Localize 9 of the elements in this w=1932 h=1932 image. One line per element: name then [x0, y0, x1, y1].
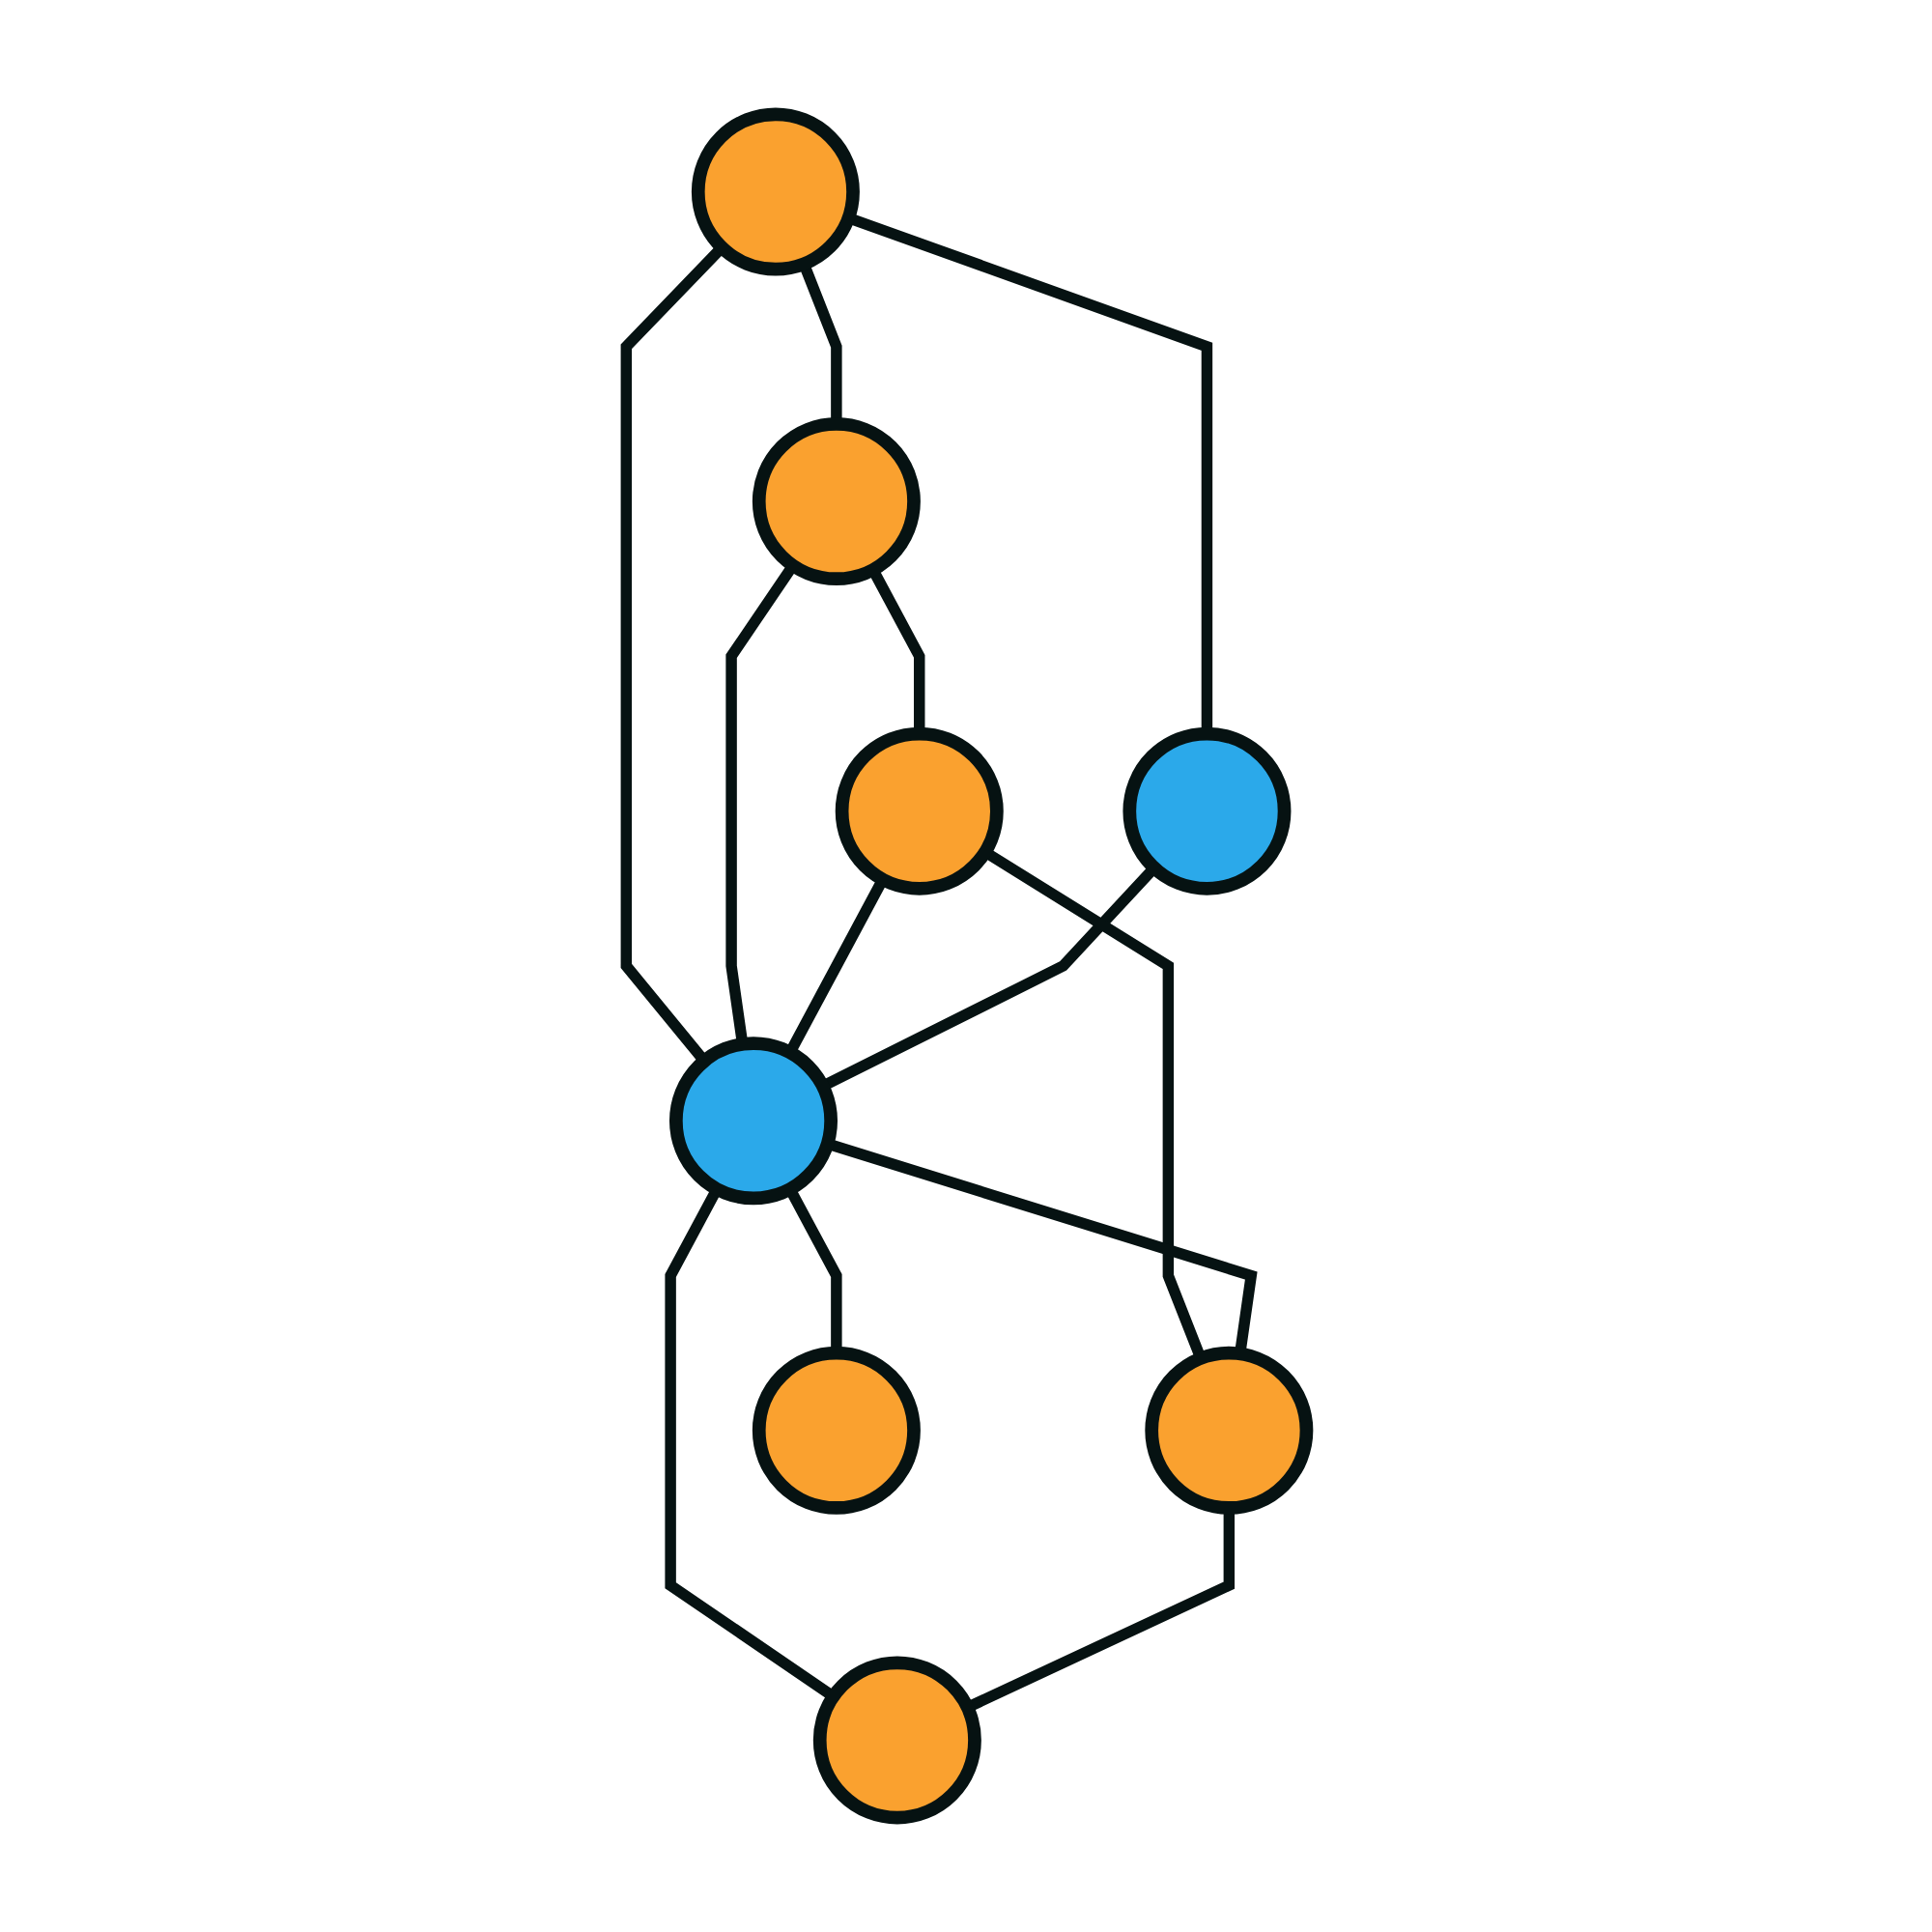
- circle-node: [752, 417, 921, 586]
- circle-node: [668, 1037, 838, 1206]
- circle-node: [1144, 1346, 1313, 1515]
- circle-node: [752, 1346, 921, 1515]
- circle-node: [691, 107, 860, 276]
- circle-node: [1122, 726, 1292, 895]
- circle-node: [812, 1656, 981, 1825]
- connector-line: [620, 243, 725, 1065]
- circle-node: [835, 726, 1004, 895]
